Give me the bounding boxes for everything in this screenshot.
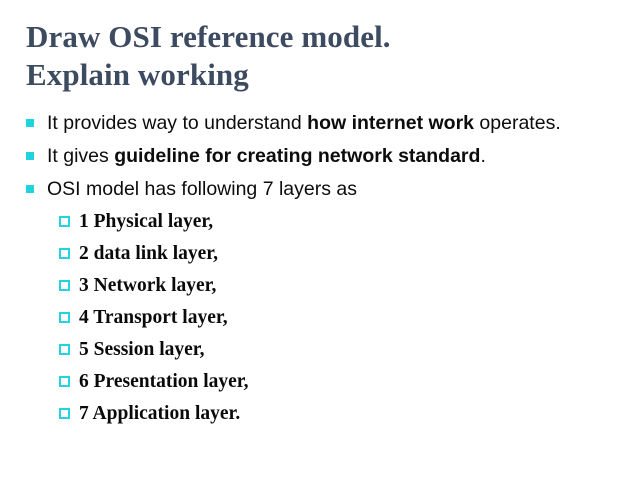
filled-square-bullet-icon (26, 152, 34, 160)
filled-square-bullet-icon (26, 185, 34, 193)
osi-layer-label: 6 Presentation layer, (79, 371, 249, 392)
hollow-square-bullet-icon (59, 312, 70, 323)
emphasis-text: how internet work (307, 112, 475, 134)
plain-text: . (480, 145, 486, 167)
hollow-square-bullet-icon (59, 376, 70, 387)
slide-title: Draw OSI reference model. Explain workin… (26, 18, 606, 94)
osi-layer-list: 1 Physical layer, 2 data link layer, 3 Net… (59, 209, 579, 433)
main-bullet-label: It provides way to understand how intern… (47, 110, 561, 137)
hollow-square-bullet-icon (59, 248, 70, 259)
main-bullet-label: OSI model has following 7 layers as (47, 176, 357, 203)
emphasis-text: guideline for creating network standard (114, 145, 481, 167)
title-line-2: Explain working (26, 57, 249, 92)
osi-layer-item: 5 Session layer, (59, 337, 579, 369)
main-bullet-item: It gives guideline for creating network … (26, 143, 626, 176)
plain-text: operates. (474, 112, 561, 134)
hollow-square-bullet-icon (59, 344, 70, 355)
main-bullet-item: OSI model has following 7 layers as (26, 176, 626, 209)
main-bullet-list: It provides way to understand how intern… (26, 110, 626, 209)
main-bullet-item: It provides way to understand how intern… (26, 110, 626, 143)
osi-layer-item: 4 Transport layer, (59, 305, 579, 337)
hollow-square-bullet-icon (59, 408, 70, 419)
osi-layer-item: 1 Physical layer, (59, 209, 579, 241)
main-bullet-label: It gives guideline for creating network … (47, 143, 486, 170)
osi-layer-item: 7 Application layer. (59, 401, 579, 433)
osi-layer-label: 2 data link layer, (79, 243, 219, 264)
osi-layer-label: 7 Application layer. (79, 403, 241, 424)
plain-text: It provides way to understand (47, 112, 308, 134)
plain-text: It gives (47, 145, 115, 167)
osi-layer-label: 4 Transport layer, (79, 307, 228, 328)
osi-layer-item: 6 Presentation layer, (59, 369, 579, 401)
osi-layer-label: 1 Physical layer, (79, 211, 214, 232)
osi-layer-label: 5 Session layer, (79, 339, 205, 360)
plain-text: OSI model has following 7 layers as (47, 178, 357, 200)
title-line-1: Draw OSI reference model. (26, 19, 391, 54)
hollow-square-bullet-icon (59, 216, 70, 227)
osi-layer-item: 2 data link layer, (59, 241, 579, 273)
osi-layer-item: 3 Network layer, (59, 273, 579, 305)
osi-layer-label: 3 Network layer, (79, 275, 217, 296)
hollow-square-bullet-icon (59, 280, 70, 291)
filled-square-bullet-icon (26, 119, 34, 127)
